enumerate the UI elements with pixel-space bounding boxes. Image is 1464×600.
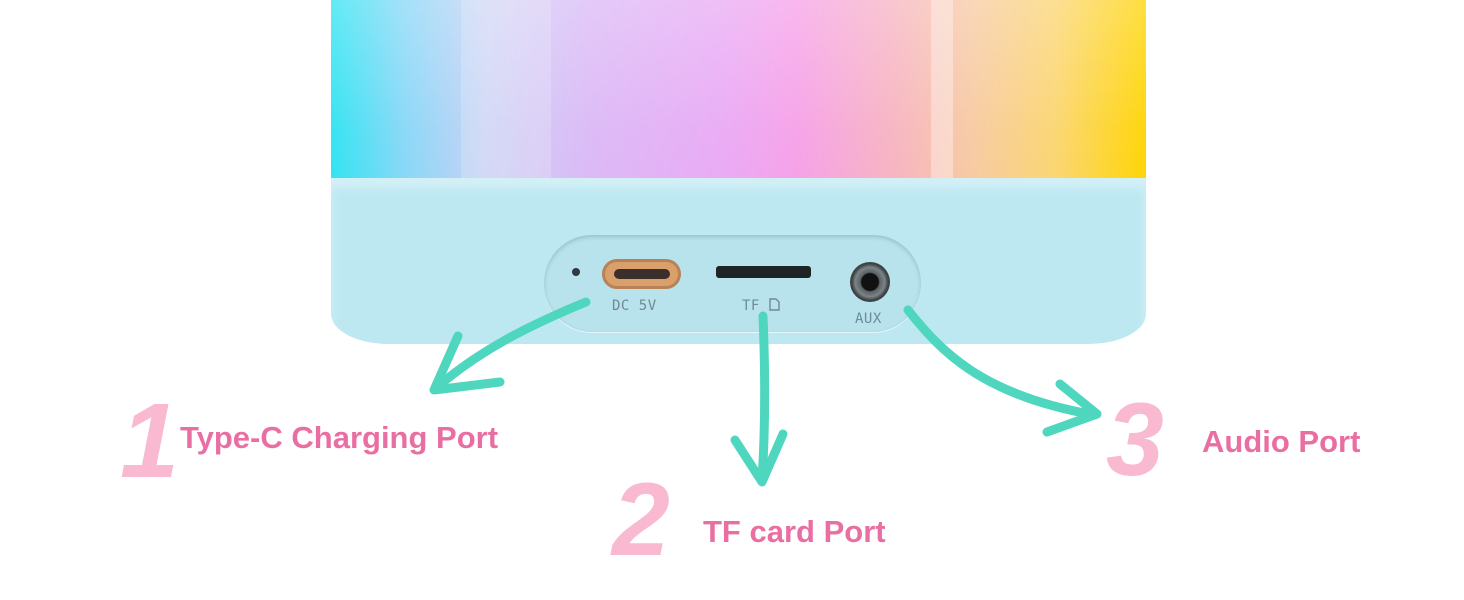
dome-highlight: [931, 0, 953, 185]
arrow-1-head-icon: [429, 331, 505, 395]
callout-number-2: 2: [612, 462, 670, 578]
callout-label-1: Type-C Charging Port: [180, 420, 499, 455]
aux-label: AUX: [855, 311, 882, 327]
arrow-3-head-icon: [1042, 379, 1102, 437]
callout-label-2: TF card Port: [703, 514, 886, 549]
tf-label-text: TF: [742, 298, 760, 314]
aux-jack-icon: [850, 262, 890, 302]
callout-number-1: 1: [120, 382, 179, 500]
dc-5v-label: DC 5V: [612, 298, 657, 314]
callout-number-3: 3: [1106, 382, 1164, 498]
usb-c-port-icon: [602, 259, 681, 289]
sd-card-icon: [769, 298, 780, 311]
tf-label: TF: [742, 298, 780, 314]
tf-card-slot-icon: [716, 266, 811, 278]
dome-highlight: [461, 0, 551, 185]
indicator-led-icon: [572, 268, 580, 276]
arrow-2-head-icon: [730, 429, 788, 487]
callout-label-3: Audio Port: [1202, 424, 1361, 459]
